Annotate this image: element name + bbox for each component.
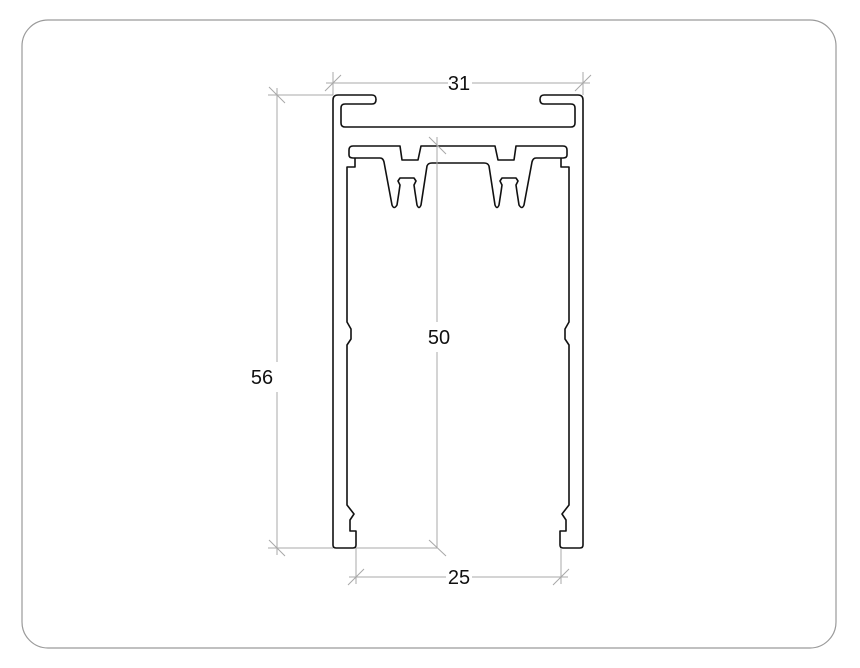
dimension-inner-height-50 <box>356 136 447 557</box>
dimension-label-inner-height: 50 <box>428 327 450 349</box>
dimension-width-31 <box>324 72 592 95</box>
dimension-label-height: 56 <box>251 367 273 389</box>
profile-left-half <box>332 94 458 549</box>
dimension-label-inner-width: 25 <box>448 567 470 589</box>
drawing-frame <box>21 19 837 649</box>
aluminium-profile <box>332 94 584 549</box>
dimension-label-width: 31 <box>448 73 470 95</box>
dimension-height-56 <box>268 86 333 557</box>
dimension-inner-width-25 <box>347 548 570 586</box>
